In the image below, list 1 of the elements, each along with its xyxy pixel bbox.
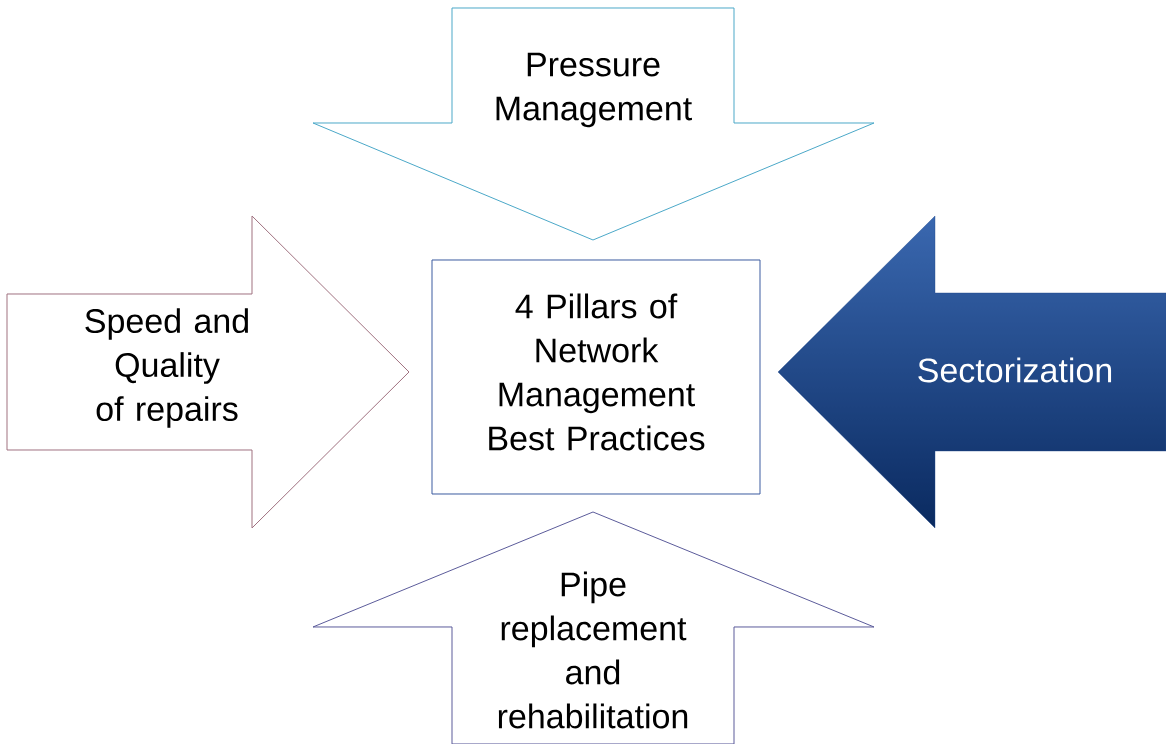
process-box: 4 Pillars of Network Management Best Practices	[431, 259, 761, 495]
